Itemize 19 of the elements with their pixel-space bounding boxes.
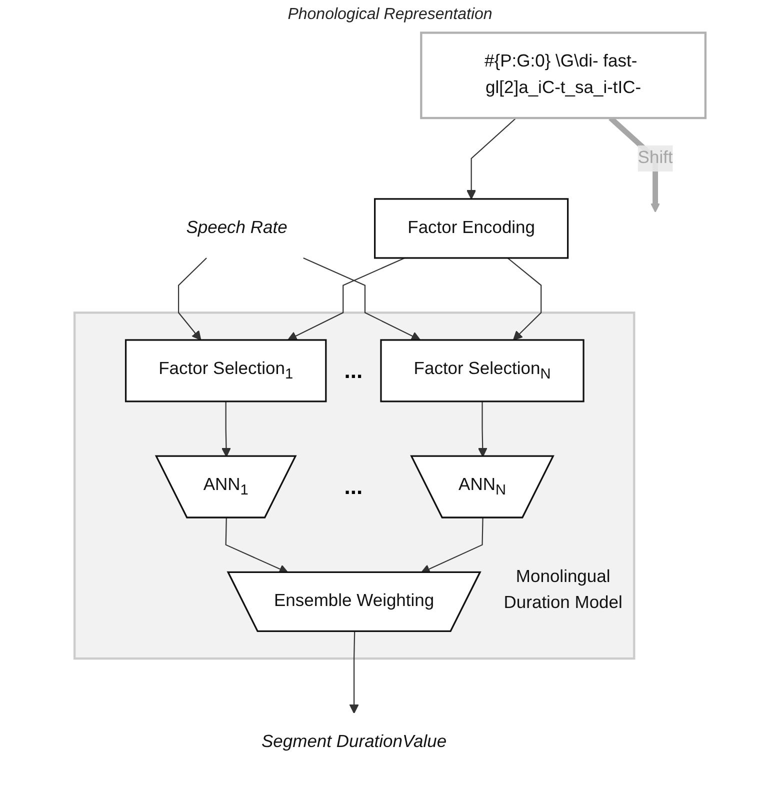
node-text: Speech Rate [186,218,288,238]
ellipsis-text: ... [344,474,363,500]
arrow [287,257,405,340]
arrow [221,401,232,458]
node-box: Factor Encoding [374,198,569,259]
node-box: Factor Selection$_{N}$ [380,339,584,402]
ellipsis-text: ... [344,358,363,384]
arrow [420,518,484,574]
arrow [507,258,542,340]
caption-text: Phonological Representation [288,6,492,24]
node-box: #{P:G:0} \G\di- fast- gl[2]a_iC-t_sa_i-tIC- [420,32,707,120]
arrow [178,258,207,340]
edge-label: Shift [638,148,673,168]
node-box: Factor Selection$_{1}$ [124,339,327,402]
arrow [466,118,516,200]
arrow [478,401,488,458]
node-text: Segment DurationValue [261,732,447,752]
arrow [303,257,421,340]
arrow [349,632,359,714]
